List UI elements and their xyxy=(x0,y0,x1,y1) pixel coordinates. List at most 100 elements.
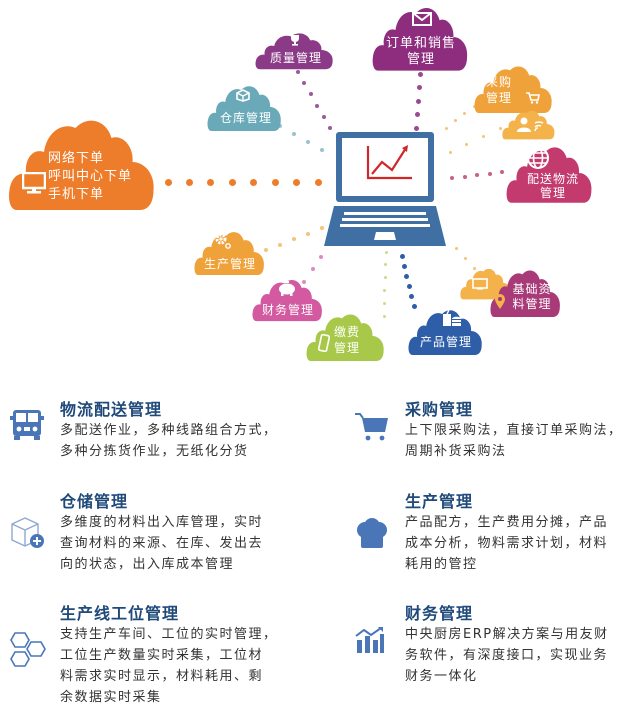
cloud-user xyxy=(502,108,556,140)
feature-purchase: 采购管理 上下限采购法，直接订单采购法， 周期补货采购法 xyxy=(355,396,635,476)
feature-line: 多维度的材料出入库管理，实时 xyxy=(60,515,264,530)
connector-dot xyxy=(409,293,415,299)
connector-dot xyxy=(383,276,387,280)
connector-dot xyxy=(411,303,417,309)
connector-dot xyxy=(278,242,282,247)
feature-line: 多配送作业，多种线路组合方式， xyxy=(60,423,278,438)
connector-dot xyxy=(382,301,386,305)
cart-icon xyxy=(526,92,540,104)
feature-line: 务软件，有深度接口，实现业务 xyxy=(405,648,609,663)
feature-production-line: 生产线工位管理 支持生产车间、工位的实时管理， 工位生产数量实时采集，工位材 料… xyxy=(10,600,330,710)
connector-dot xyxy=(500,170,504,174)
feature-description: 多配送作业，多种线路组合方式， 多种分拣货作业，无纸化分货 xyxy=(60,420,278,462)
connector-dot xyxy=(472,266,476,270)
connector-dot xyxy=(185,178,193,186)
feature-line: 上下限采购法，直接订单采购法， xyxy=(405,423,623,438)
feature-title: 采购管理 xyxy=(405,400,474,419)
feature-line: 支持生产车间、工位的实时管理， xyxy=(60,627,278,642)
basic-data-label-line1: 基础资 xyxy=(512,282,552,296)
feature-line: 产品配方，生产费用分摊，产品 xyxy=(405,515,609,530)
trophy-icon xyxy=(291,35,299,46)
quality-label: 质量管理 xyxy=(269,51,322,65)
connector-dot xyxy=(414,112,420,117)
connector-dot xyxy=(310,267,315,272)
cloud-basic-data: 基础资 料管理 xyxy=(490,266,562,318)
feature-title: 生产线工位管理 xyxy=(60,604,180,623)
feature-line: 向的状态，出入库成本管理 xyxy=(60,557,235,572)
feature-production: 生产管理 产品配方，生产费用分摊，产品 成本分析，物料需求计划，材料 耗用的管控 xyxy=(355,488,635,588)
connector-dot xyxy=(401,263,407,269)
connector-dot xyxy=(319,254,324,259)
connector-dot xyxy=(306,140,310,144)
box-icon xyxy=(236,89,250,102)
cube-plus-icon xyxy=(11,517,44,548)
cloud-order-channels: 网络下单 呼叫中心下单 手机下单 xyxy=(8,112,158,212)
envelope-icon xyxy=(412,12,432,26)
feature-title: 物流配送管理 xyxy=(60,400,163,419)
connector-dot xyxy=(415,98,421,104)
connector-dot xyxy=(302,81,307,86)
location-pin-icon xyxy=(495,294,505,309)
connector-dot xyxy=(383,288,387,292)
feature-description: 上下限采购法，直接订单采购法， 周期补货采购法 xyxy=(405,420,623,462)
connector-dot xyxy=(164,178,172,186)
connector-dot xyxy=(404,273,410,279)
cloud-purchase: 采购 管理 xyxy=(474,62,554,114)
connector-dot xyxy=(472,104,476,108)
tablet-icon xyxy=(472,278,488,290)
connector-dot xyxy=(384,250,388,254)
logistics-label-line1: 配送物流 xyxy=(526,172,579,186)
connector-dot xyxy=(382,314,386,318)
basic-data-label-line2: 料管理 xyxy=(512,297,552,311)
connector-dot xyxy=(321,114,326,119)
gear-icon xyxy=(215,233,231,249)
feature-line: 中央厨房ERP解决方案与用友财 xyxy=(405,627,609,642)
feature-title: 财务管理 xyxy=(405,604,474,623)
connector-dot xyxy=(302,280,306,284)
connector-dot xyxy=(271,178,279,186)
connector-dot xyxy=(328,126,332,130)
feature-line: 耗用的管控 xyxy=(405,557,478,572)
connector-dot xyxy=(454,246,458,250)
connector-dot xyxy=(475,173,479,177)
payment-label-line1: 缴费 xyxy=(334,325,361,339)
connector-dot xyxy=(314,178,322,186)
feature-line: 周期补货采购法 xyxy=(405,444,507,459)
feature-line: 余数据实时采集 xyxy=(60,690,162,705)
connector-dot xyxy=(292,132,296,136)
feature-title: 仓储管理 xyxy=(60,492,129,511)
cloud-product: 产品管理 xyxy=(408,306,484,356)
connector-dot xyxy=(498,126,502,130)
cart-icon xyxy=(355,413,388,441)
connector-dot xyxy=(293,178,301,186)
feature-line: 多种分拣货作业，无纸化分货 xyxy=(60,444,249,459)
product-label: 产品管理 xyxy=(419,335,472,349)
cloud-quality: 质量管理 xyxy=(255,30,335,70)
connector-dot xyxy=(315,103,320,108)
feature-title: 生产管理 xyxy=(405,492,474,511)
cloud-finance: 财务管理 xyxy=(252,276,324,322)
connector-dot xyxy=(417,71,423,77)
feature-description: 中央厨房ERP解决方案与用友财 务软件，有深度接口，实现业务 财务一体化 xyxy=(405,624,609,687)
feature-description: 产品配方，生产费用分摊，产品 成本分析，物料需求计划，材料 耗用的管控 xyxy=(405,512,608,575)
hexagons-icon xyxy=(10,632,46,667)
connector-dot xyxy=(463,111,467,115)
connector-dot xyxy=(465,142,469,146)
order-sales-label-line1: 订单和销售 xyxy=(385,36,456,51)
feature-warehouse: 仓储管理 多维度的材料出入库管理，实时 查询材料的来源、在库、发出去 向的状态，… xyxy=(10,488,330,588)
user-wifi-icon xyxy=(517,117,544,132)
purchase-label-line1: 采购 xyxy=(486,75,513,89)
connector-dot xyxy=(320,226,324,230)
connector-dot xyxy=(487,171,492,176)
connector-dot xyxy=(250,178,258,186)
logistics-label-line2: 管理 xyxy=(539,186,566,200)
feature-line: 财务一体化 xyxy=(405,669,478,684)
warehouse-label: 仓库管理 xyxy=(219,111,272,125)
connector-dot xyxy=(462,174,467,179)
connector-dot xyxy=(228,178,236,186)
order-channel-mobile: 手机下单 xyxy=(48,187,105,202)
connector-dot xyxy=(406,283,412,289)
bar-chart-up-icon xyxy=(355,627,384,653)
feature-finance: 财务管理 中央厨房ERP解决方案与用友财 务软件，有深度接口，实现业务 财务一体… xyxy=(355,600,635,700)
feature-description: 支持生产车间、工位的实时管理， 工位生产数量实时采集，工位材 料需求实时显示，材… xyxy=(60,624,278,708)
